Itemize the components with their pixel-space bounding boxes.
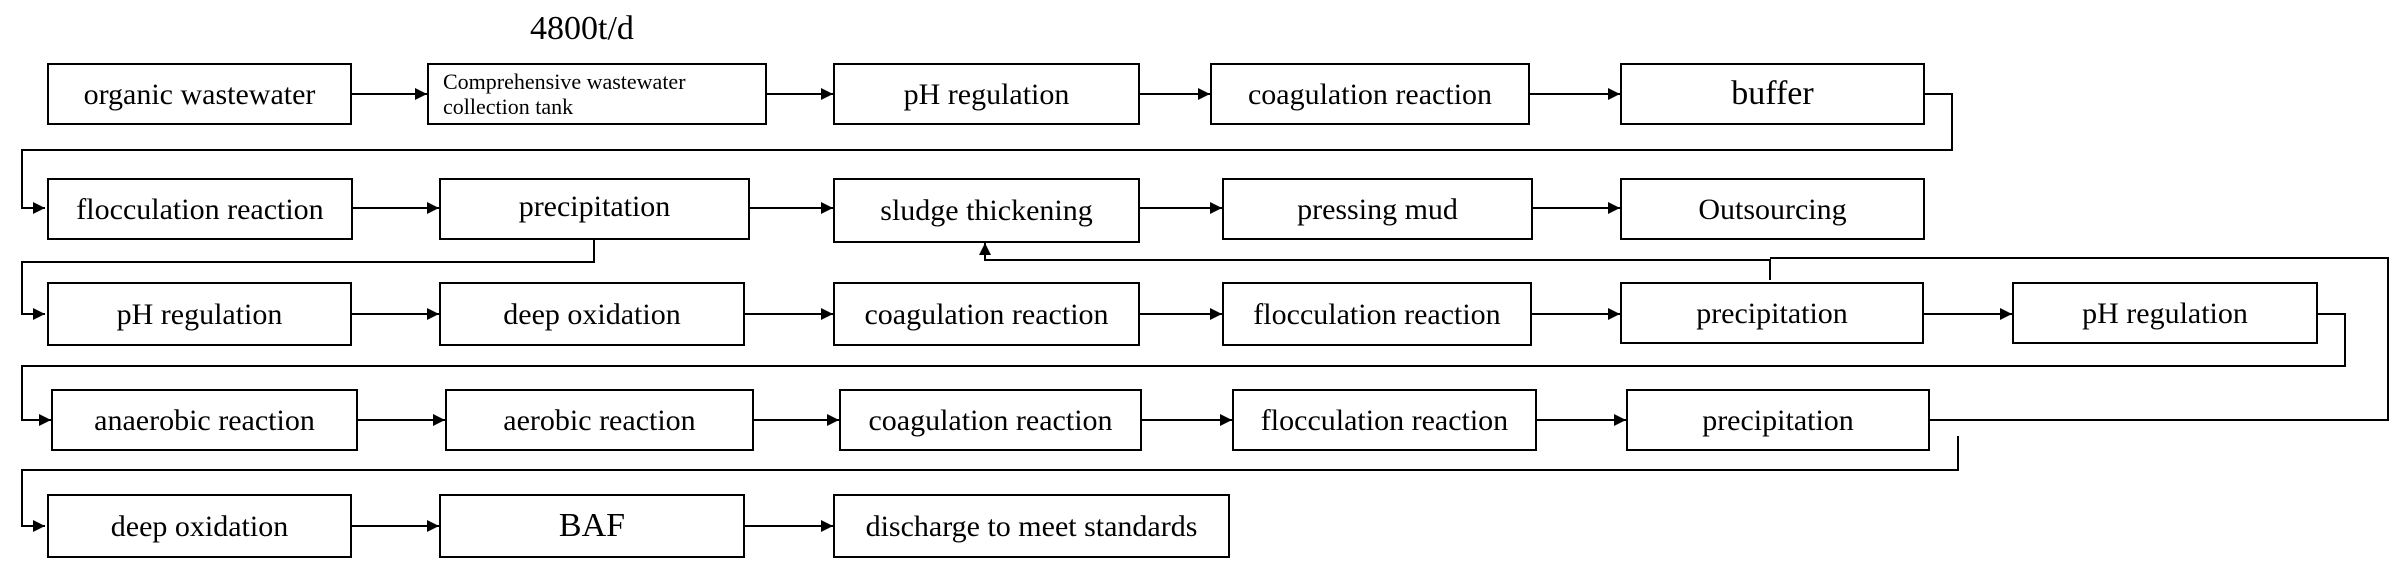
arrow-precipitation-return-to-sludge — [979, 243, 1771, 280]
node-deep-oxidation-2: deep oxidation — [47, 494, 352, 558]
node-ph-regulation-2: pH regulation — [47, 282, 352, 346]
node-flocculation-reaction-1: flocculation reaction — [47, 178, 353, 240]
arrow-precipitation-loop-back — [1770, 257, 2389, 421]
arrow-buffer-to-flocculation — [21, 93, 1953, 214]
node-organic-wastewater: organic wastewater — [47, 63, 352, 125]
node-ph-regulation-3: pH regulation — [2012, 282, 2318, 344]
node-coagulation-reaction-3: coagulation reaction — [839, 389, 1142, 451]
node-outsourcing: Outsourcing — [1620, 178, 1925, 240]
node-buffer: buffer — [1620, 63, 1925, 125]
node-baf: BAF — [439, 494, 745, 558]
capacity-label: 4800t/d — [530, 10, 634, 47]
node-anaerobic-reaction: anaerobic reaction — [51, 389, 358, 451]
node-flocculation-reaction-2: flocculation reaction — [1222, 282, 1532, 346]
node-discharge: discharge to meet standards — [833, 494, 1230, 558]
arrow-ph-to-anaerobic — [21, 313, 2346, 426]
node-coagulation-reaction-2: coagulation reaction — [833, 282, 1140, 346]
node-precipitation-1: precipitation — [439, 178, 750, 240]
node-precipitation-2: precipitation — [1620, 282, 1924, 344]
node-aerobic-reaction: aerobic reaction — [445, 389, 754, 451]
node-ph-regulation-1: pH regulation — [833, 63, 1140, 125]
node-coagulation-reaction-1: coagulation reaction — [1210, 63, 1530, 125]
node-pressing-mud: pressing mud — [1222, 178, 1533, 240]
arrow-precipitation-to-ph — [21, 240, 595, 320]
node-precipitation-3: precipitation — [1626, 389, 1930, 451]
node-deep-oxidation-1: deep oxidation — [439, 282, 745, 346]
node-collection-tank: Comprehensive wastewater collection tank — [427, 63, 767, 125]
node-sludge-thickening: sludge thickening — [833, 178, 1140, 243]
arrow-precipitation-to-deep-oxidation — [21, 436, 1959, 532]
node-flocculation-reaction-3: flocculation reaction — [1232, 389, 1537, 451]
